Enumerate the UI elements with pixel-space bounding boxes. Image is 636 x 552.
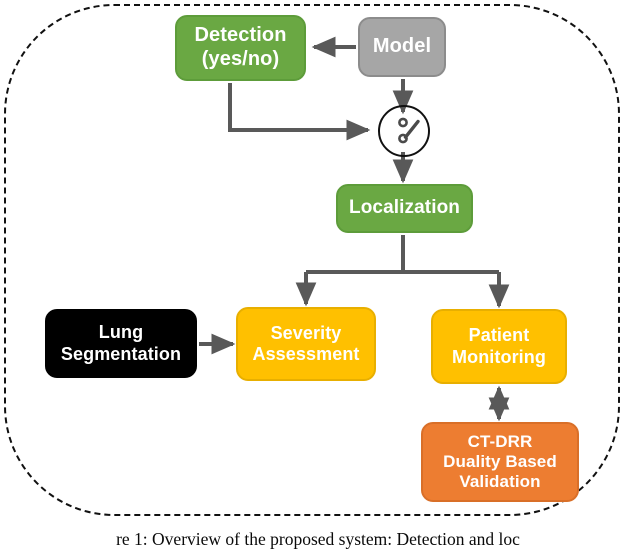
node-severity-assessment-line-1: Severity [270, 322, 342, 343]
dashed-boundary-frame [4, 4, 620, 516]
switch-icon [378, 105, 430, 157]
node-lung-segmentation-line-1: Lung [98, 322, 144, 343]
node-model[interactable]: Model [358, 17, 446, 77]
node-ct-drr-line-1: CT-DRR [467, 431, 533, 451]
node-severity-assessment-line-2: Assessment [252, 344, 360, 364]
node-detection-line-1: Detection [194, 24, 287, 47]
figure-caption: re 1: Overview of the proposed system: D… [0, 527, 636, 552]
node-localization-line-1: Localization [349, 197, 460, 219]
node-detection[interactable]: Detection (yes/no) [175, 15, 306, 81]
node-localization[interactable]: Localization [336, 184, 473, 233]
node-severity-assessment[interactable]: Severity Assessment [236, 307, 376, 381]
node-lung-segmentation-line-2: Segmentation [60, 343, 182, 364]
node-patient-monitoring-line-2: Monitoring [452, 346, 546, 367]
figure-caption-text: re 1: Overview of the proposed system: D… [116, 529, 520, 549]
node-patient-monitoring-line-1: Patient [468, 325, 530, 346]
node-ct-drr-line-2: Duality Based [443, 451, 557, 471]
node-model-line-1: Model [372, 35, 432, 58]
node-patient-monitoring[interactable]: Patient Monitoring [431, 309, 567, 384]
node-ct-drr-line-3: Validation [459, 472, 541, 492]
node-detection-line-2: (yes/no) [201, 48, 280, 70]
node-lung-segmentation[interactable]: Lung Segmentation [45, 309, 197, 378]
node-ct-drr[interactable]: CT-DRR Duality Based Validation [421, 422, 579, 502]
